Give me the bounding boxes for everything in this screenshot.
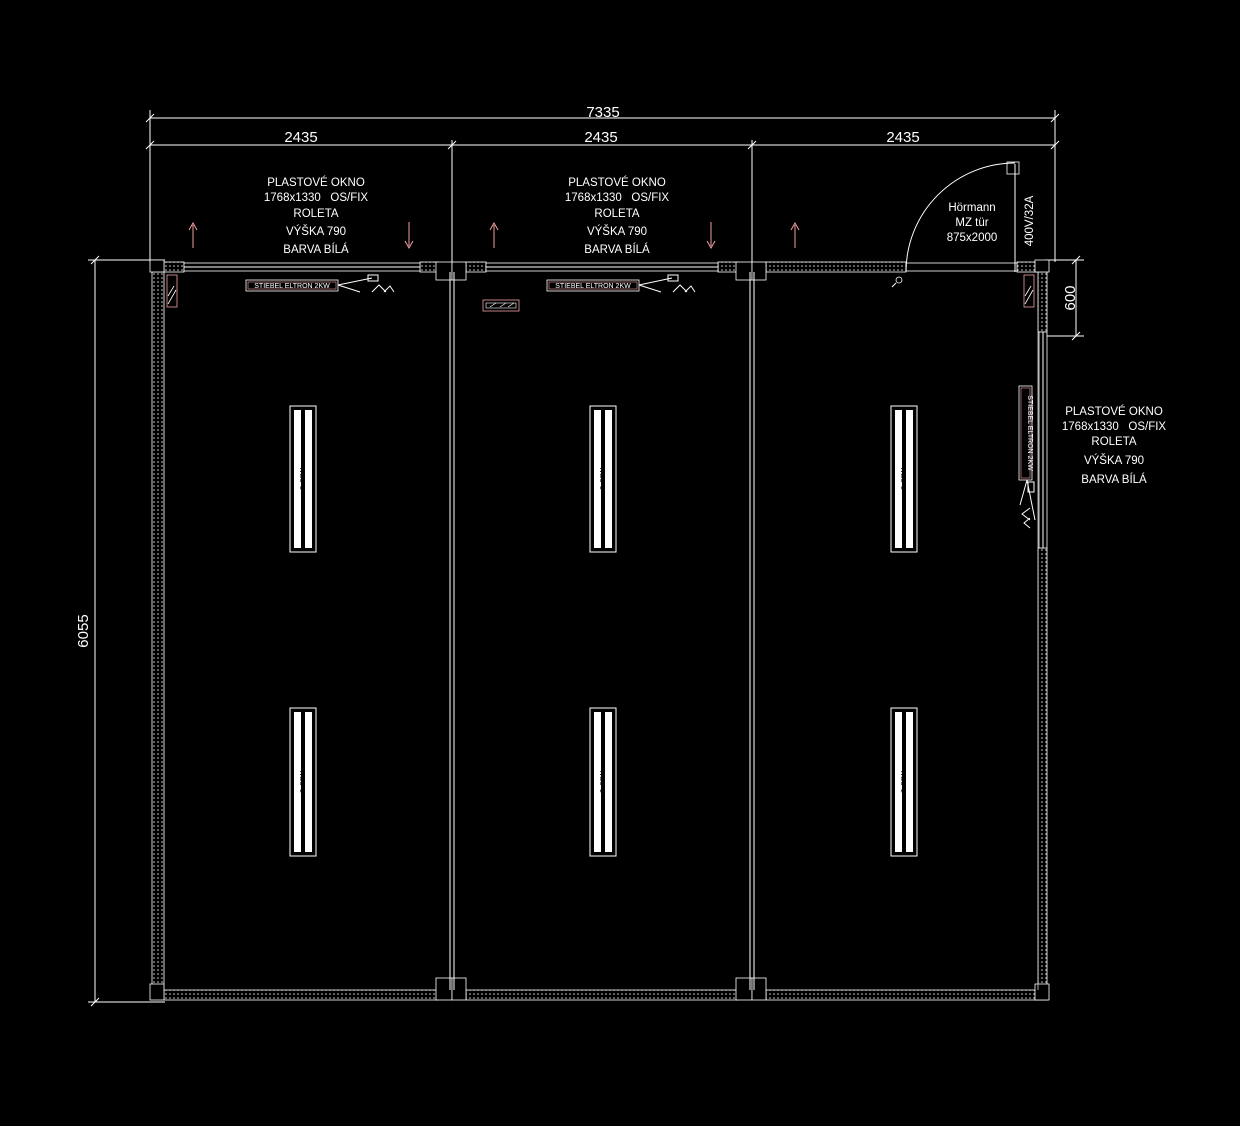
svg-text:PLASTOVÉ OKNO: PLASTOVÉ OKNO [1065, 405, 1163, 418]
module-width-label-1: 2435 [284, 129, 317, 146]
door-note: Hörmann MZ tür 875x2000 [947, 202, 998, 244]
svg-text:STIEBEL ELTRON 2KW: STIEBEL ELTRON 2KW [555, 283, 631, 290]
windows [183, 262, 1048, 549]
lamp-2b: 2x36W [589, 707, 617, 857]
svg-text:2x36W: 2x36W [600, 468, 607, 490]
walls [149, 259, 1050, 1001]
svg-text:ROLETA: ROLETA [1091, 436, 1136, 448]
svg-text:875x2000: 875x2000 [947, 232, 998, 244]
lamp-3a: 2x36W [890, 405, 918, 553]
svg-text:PLASTOVÉ OKNO: PLASTOVÉ OKNO [267, 176, 365, 189]
svg-text:MZ tür: MZ tür [955, 217, 988, 229]
lamp-3b: 2x36W [890, 707, 918, 857]
svg-text:BARVA BÍLÁ: BARVA BÍLÁ [584, 243, 650, 256]
svg-text:VÝŠKA 790: VÝŠKA 790 [1084, 454, 1144, 467]
svg-text:VÝŠKA 790: VÝŠKA 790 [587, 225, 647, 238]
svg-text:STIEBEL ELTRON 2KW: STIEBEL ELTRON 2KW [1026, 395, 1033, 471]
svg-text:1768x1330 OS/FIX: 1768x1330 OS/FIX [565, 192, 670, 204]
height-label: 6055 [75, 614, 92, 647]
entrance-door [891, 161, 1020, 288]
svg-text:2x36W: 2x36W [901, 468, 908, 490]
lamp-1b: 2x36W [289, 707, 317, 857]
heater-3: STIEBEL ELTRON 2KW [1018, 385, 1036, 529]
ceiling-lamps: 2x36W 2x36W 2x36W 2x36W 2x36W [289, 405, 918, 857]
svg-text:1768x1330 OS/FIX: 1768x1330 OS/FIX [1062, 421, 1167, 433]
wall-symbols [166, 274, 1035, 312]
heater-1: STIEBEL ELTRON 2KW [245, 274, 395, 293]
svg-text:1768x1330 OS/FIX: 1768x1330 OS/FIX [264, 192, 369, 204]
svg-text:2x36W: 2x36W [300, 771, 307, 793]
window-note-3: PLASTOVÉ OKNO 1768x1330 OS/FIX ROLETA VÝ… [1062, 405, 1167, 486]
total-width-label: 7335 [586, 104, 619, 121]
module-width-label-2: 2435 [584, 129, 617, 146]
svg-text:2x36W: 2x36W [600, 771, 607, 793]
heater-2: STIEBEL ELTRON 2KW [546, 274, 696, 293]
window-note-2: PLASTOVÉ OKNO 1768x1330 OS/FIX ROLETA VÝ… [565, 176, 670, 256]
lamp-2a: 2x36W [589, 405, 617, 553]
svg-text:Hörmann: Hörmann [948, 202, 995, 214]
svg-text:BARVA BÍLÁ: BARVA BÍLÁ [1081, 473, 1147, 486]
svg-text:BARVA BÍLÁ: BARVA BÍLÁ [283, 243, 349, 256]
window-note-1: PLASTOVÉ OKNO 1768x1330 OS/FIX ROLETA VÝ… [264, 176, 369, 256]
svg-text:PLASTOVÉ OKNO: PLASTOVÉ OKNO [568, 176, 666, 189]
lamp-1a: 2x36W [289, 405, 317, 553]
svg-text:STIEBEL ELTRON 2KW: STIEBEL ELTRON 2KW [254, 283, 330, 290]
direction-arrows [188, 221, 800, 250]
svg-text:VÝŠKA 790: VÝŠKA 790 [286, 225, 346, 238]
right-offset-label: 600 [1062, 285, 1079, 310]
power-connection-label: 400V/32A [1024, 195, 1036, 246]
svg-text:ROLETA: ROLETA [293, 208, 338, 220]
module-width-label-3: 2435 [886, 129, 919, 146]
svg-text:2x36W: 2x36W [300, 468, 307, 490]
svg-text:2x36W: 2x36W [901, 771, 908, 793]
svg-text:ROLETA: ROLETA [594, 208, 639, 220]
